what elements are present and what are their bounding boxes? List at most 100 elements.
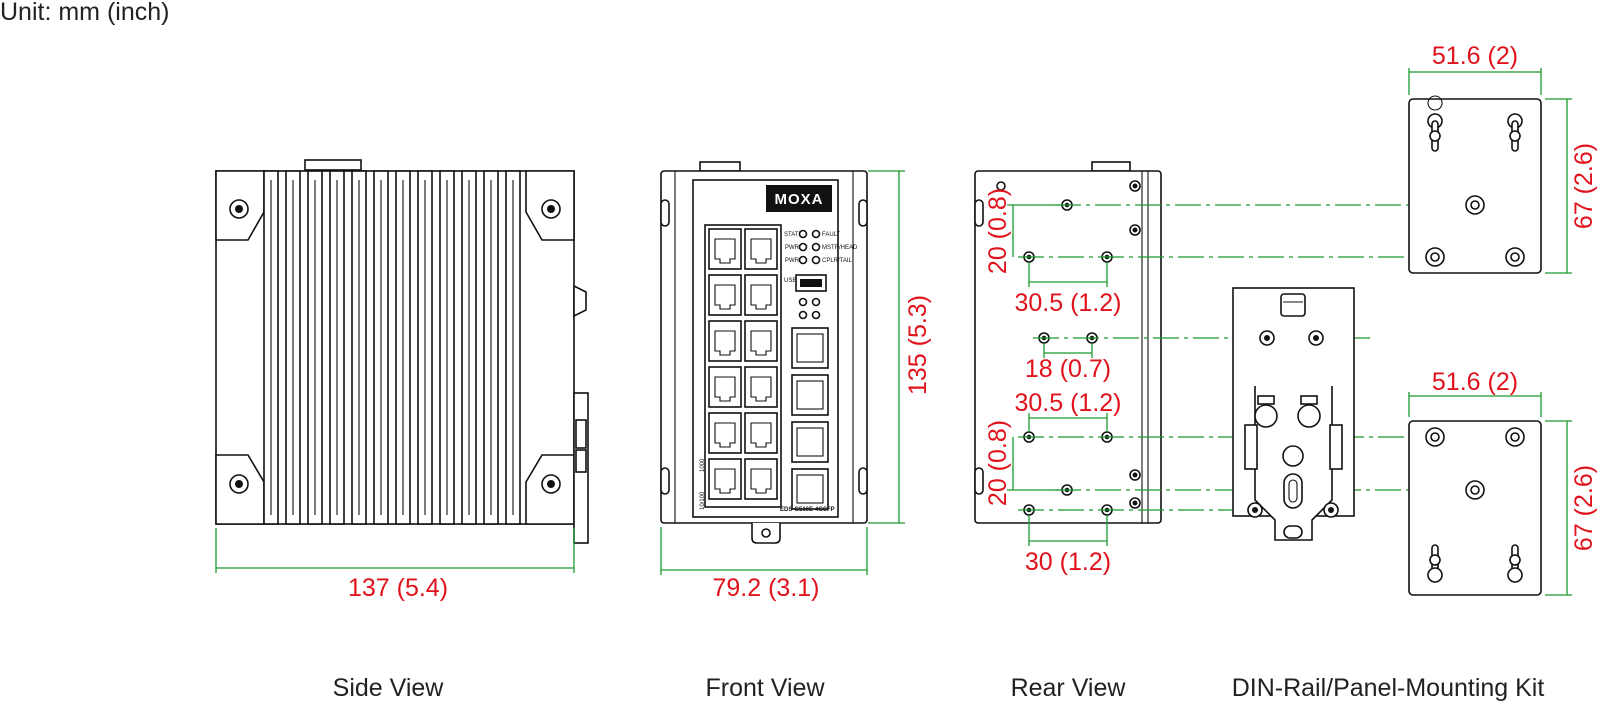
rear-h-bottom-label: 30.5 (1.2) bbox=[1014, 389, 1121, 417]
front-width-label: 79.2 (3.1) bbox=[712, 574, 819, 602]
rear-top-clip bbox=[1091, 161, 1131, 172]
rear-h-last-label: 30 (1.2) bbox=[1025, 548, 1111, 576]
led-pwr1-label: PWR1 bbox=[785, 245, 803, 251]
sfp-port bbox=[791, 421, 829, 463]
din-bolt bbox=[1254, 395, 1278, 428]
rj45-port bbox=[708, 458, 742, 500]
side-screw-tr bbox=[541, 199, 561, 219]
rj45-jack bbox=[750, 468, 772, 494]
moxa-logo-text: MOXA bbox=[775, 191, 824, 208]
sfp-cage bbox=[796, 474, 824, 504]
led-mstr-label: MSTR/HEAD bbox=[822, 245, 858, 251]
rj45-port bbox=[744, 412, 778, 454]
side-screw-bl bbox=[229, 474, 249, 494]
panel-plate-top bbox=[1408, 98, 1542, 274]
side-screw-br bbox=[541, 474, 561, 494]
front-ear bbox=[660, 199, 670, 227]
plate-hole bbox=[1505, 247, 1525, 267]
plate-bottom-width-label: 51.6 (2) bbox=[1432, 368, 1518, 396]
rj45-jack bbox=[750, 330, 772, 356]
rj45-port bbox=[744, 458, 778, 500]
mounting-kit: 51.6 (2) 67 (2.6) 51.6 (2) 67 (2.6) DIN-… bbox=[1232, 42, 1598, 702]
moxa-logo bbox=[766, 185, 832, 212]
rj45-jack bbox=[714, 422, 736, 448]
rj45-jack bbox=[714, 238, 736, 264]
sfp-cage bbox=[796, 333, 824, 363]
sfp-port-column bbox=[791, 327, 829, 510]
front-view: MOXA STATE FAULT PWR1 MSTR/HEAD PWR2 CPL… bbox=[660, 161, 932, 702]
sfp-led-block bbox=[798, 297, 821, 320]
rear-mid-label: 18 (0.7) bbox=[1025, 355, 1111, 383]
side-top-clip bbox=[304, 159, 362, 171]
plate-hole bbox=[1465, 195, 1485, 215]
rj45-port bbox=[708, 412, 742, 454]
plate-hole bbox=[1425, 427, 1445, 447]
rear-h-top-label: 30.5 (1.2) bbox=[1014, 289, 1121, 317]
rj45-port bbox=[708, 274, 742, 316]
rj45-jack bbox=[750, 284, 772, 310]
side-rail-latch bbox=[573, 284, 587, 318]
rear-body bbox=[974, 170, 1162, 524]
rear-hole bbox=[996, 181, 1006, 191]
side-view: 137 (5.4) Side View bbox=[215, 159, 589, 702]
usb-label: USB bbox=[784, 278, 796, 284]
rear-vertical-bottom-label: 20 (0.8) bbox=[984, 420, 1012, 506]
plate-top-height-label: 67 (2.6) bbox=[1570, 143, 1598, 229]
rj45-jack bbox=[714, 376, 736, 402]
sfp-port bbox=[791, 374, 829, 416]
din-hole bbox=[1323, 502, 1339, 518]
rear-hole bbox=[1129, 180, 1141, 192]
rear-view-caption: Rear View bbox=[1011, 674, 1127, 702]
front-ear bbox=[660, 467, 670, 495]
model-label: EDS-G516E-4GSFP bbox=[780, 507, 835, 513]
rj45-port-grid bbox=[704, 224, 782, 508]
plate-top-width-label: 51.6 (2) bbox=[1432, 42, 1518, 70]
sfp-port bbox=[791, 468, 829, 510]
rear-vertical-top-label: 20 (0.8) bbox=[984, 188, 1012, 274]
rj45-jack bbox=[750, 422, 772, 448]
keyhole bbox=[1427, 113, 1443, 152]
rear-hole bbox=[1129, 469, 1141, 481]
sfp-port bbox=[791, 327, 829, 369]
heatsink-fins bbox=[263, 170, 521, 525]
plate-hole bbox=[1425, 247, 1445, 267]
led-block: STATE FAULT PWR1 MSTR/HEAD PWR2 CPLR/TAI… bbox=[784, 229, 858, 265]
rj45-port bbox=[708, 366, 742, 408]
front-ear bbox=[858, 199, 868, 227]
side-screw-tl bbox=[229, 199, 249, 219]
keyhole bbox=[1507, 544, 1523, 583]
rj45-jack bbox=[714, 284, 736, 310]
din-hole bbox=[1308, 330, 1324, 346]
led-state-label: STATE bbox=[784, 232, 802, 238]
front-ear bbox=[858, 467, 868, 495]
front-top-clip bbox=[699, 161, 741, 172]
keyhole bbox=[1427, 544, 1443, 583]
plate-hole bbox=[1505, 427, 1525, 447]
rear-view: 20 (0.8) 30.5 (1.2) 18 (0.7) 30.5 (1.2) … bbox=[974, 161, 1162, 702]
side-bracket-tab bbox=[575, 449, 587, 473]
rj45-port bbox=[744, 320, 778, 362]
rj45-port bbox=[744, 274, 778, 316]
rj45-port bbox=[708, 228, 742, 270]
din-bolt bbox=[1297, 395, 1321, 428]
side-view-caption: Side View bbox=[333, 674, 445, 702]
kit-caption: DIN-Rail/Panel-Mounting Kit bbox=[1232, 674, 1545, 702]
side-bracket-tab bbox=[575, 419, 587, 449]
led-pwr2-label: PWR2 bbox=[785, 258, 803, 264]
din-hole bbox=[1259, 330, 1275, 346]
rear-hole bbox=[1129, 224, 1141, 236]
din-hole bbox=[1247, 502, 1263, 518]
led-fault-label: FAULT bbox=[822, 232, 841, 238]
front-height-label: 135 (5.3) bbox=[904, 295, 932, 395]
rj45-jack bbox=[750, 376, 772, 402]
front-view-caption: Front View bbox=[705, 674, 825, 702]
rj45-jack bbox=[714, 330, 736, 356]
unit-note: Unit: mm (inch) bbox=[0, 0, 169, 26]
rj45-port bbox=[744, 366, 778, 408]
led-cpld-label: CPLR/TAIL bbox=[822, 258, 853, 264]
din-slot bbox=[1283, 473, 1303, 509]
rj45-jack bbox=[714, 468, 736, 494]
rear-hole bbox=[1129, 497, 1141, 509]
rj45-jack bbox=[750, 238, 772, 264]
